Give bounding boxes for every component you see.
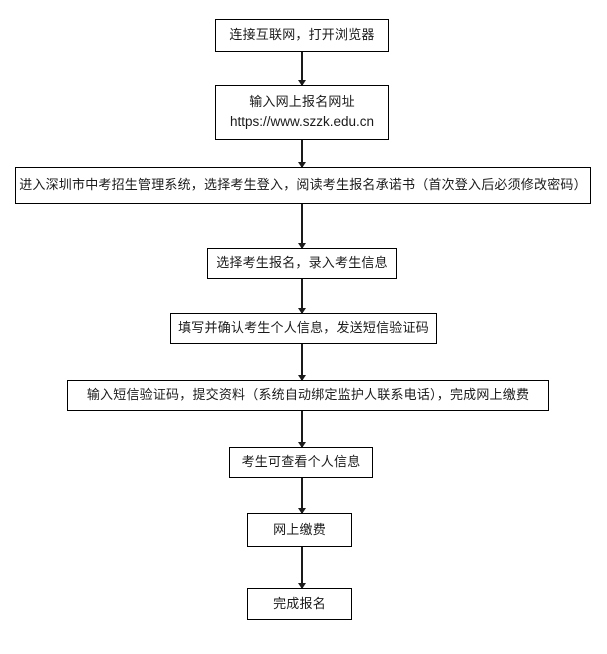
flow-node-text: 输入短信验证码，提交资料（系统自动绑定监护人联系电话），完成网上缴费: [86, 387, 530, 403]
flow-node-online-payment: 网上缴费: [247, 513, 352, 547]
flow-node-enter-url: 输入网上报名网址 https://www.szzk.edu.cn: [215, 85, 389, 140]
arrow-connector-3-to-4: [298, 204, 306, 249]
flow-node-text: 选择考生报名，录入考生信息: [216, 255, 388, 271]
flow-node-confirm-info-send-sms: 填写并确认考生个人信息，发送短信验证码: [170, 313, 437, 344]
arrow-connector-4-to-5: [298, 279, 306, 314]
flow-node-text: 输入网上报名网址: [249, 94, 355, 110]
flow-node-text: 考生可查看个人信息: [241, 454, 361, 470]
arrow-connector-1-to-2: [298, 52, 306, 86]
flow-node-url-text: https://www.szzk.edu.cn: [229, 114, 375, 130]
arrow-connector-6-to-7: [298, 411, 306, 448]
flow-node-text: 完成报名: [273, 595, 326, 611]
flow-node-login-system: 进入深圳市中考招生管理系统，选择考生登入，阅读考生报名承诺书（首次登入后必须修改…: [15, 167, 591, 204]
flow-node-view-personal-info: 考生可查看个人信息: [229, 447, 373, 478]
flow-node-enter-sms-submit-pay: 输入短信验证码，提交资料（系统自动绑定监护人联系电话），完成网上缴费: [67, 380, 549, 411]
flow-node-text: 填写并确认考生个人信息，发送短信验证码: [178, 320, 429, 336]
arrow-connector-2-to-3: [298, 140, 306, 168]
flow-node-registration-complete: 完成报名: [247, 588, 352, 620]
flow-node-text: 进入深圳市中考招生管理系统，选择考生登入，阅读考生报名承诺书（首次登入后必须修改…: [19, 177, 587, 193]
flow-node-text: 连接互联网，打开浏览器: [229, 27, 375, 43]
arrow-connector-5-to-6: [298, 344, 306, 381]
flow-node-select-registration: 选择考生报名，录入考生信息: [207, 248, 397, 279]
flow-node-connect-internet: 连接互联网，打开浏览器: [215, 19, 389, 52]
arrow-connector-8-to-9: [298, 547, 306, 589]
flow-node-text: 网上缴费: [273, 521, 326, 537]
arrow-connector-7-to-8: [298, 478, 306, 514]
